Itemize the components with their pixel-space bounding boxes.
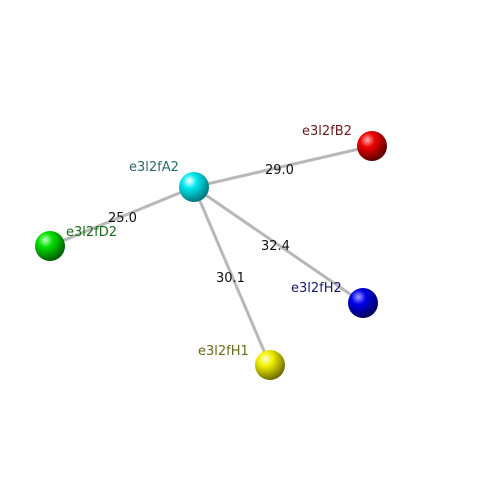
edge-labels: 29.0 25.0 32.4 30.1 xyxy=(108,163,294,286)
edges xyxy=(49,144,373,366)
edge-label-a2-b2: 29.0 xyxy=(265,163,294,178)
node-labels: e3l2fA2 e3l2fB2 e3l2fD2 e3l2fH2 e3l2fH1 xyxy=(66,124,352,359)
node-label-e3l2fb2: e3l2fB2 xyxy=(302,124,352,139)
node-e3l2fa2[interactable] xyxy=(179,172,209,202)
node-e3l2fb2[interactable] xyxy=(357,131,387,161)
edge-a2-d2 xyxy=(49,185,195,248)
node-e3l2fh2[interactable] xyxy=(348,288,378,318)
edge-label-a2-h1: 30.1 xyxy=(216,271,245,286)
node-label-e3l2fa2: e3l2fA2 xyxy=(129,160,179,175)
nodes xyxy=(35,131,387,380)
edge-label-a2-d2: 25.0 xyxy=(108,211,137,226)
edge-a2-b2 xyxy=(193,144,373,189)
node-label-e3l2fd2: e3l2fD2 xyxy=(66,225,117,240)
node-e3l2fd2[interactable] xyxy=(35,231,65,261)
edge-label-a2-h2: 32.4 xyxy=(261,239,290,254)
edge-a2-h2 xyxy=(193,185,364,305)
edge-a2-h1 xyxy=(192,186,272,366)
node-e3l2fh1[interactable] xyxy=(255,350,285,380)
node-label-e3l2fh2: e3l2fH2 xyxy=(291,281,342,296)
node-label-e3l2fh1: e3l2fH1 xyxy=(198,344,249,359)
